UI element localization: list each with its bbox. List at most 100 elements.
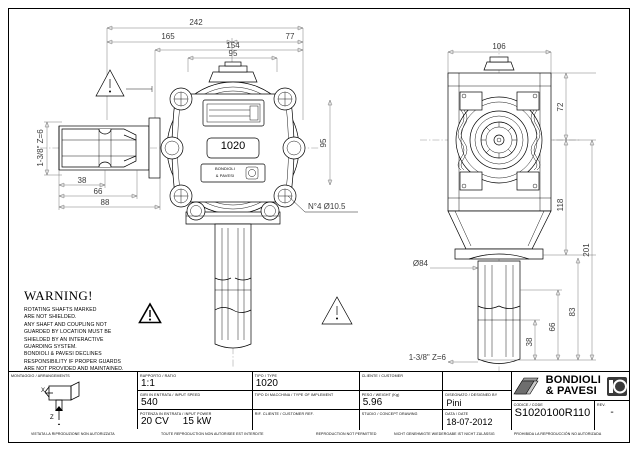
axis-x-label: X	[41, 388, 45, 394]
tb-code-label: CODICE / CODE	[513, 402, 543, 407]
tb-designer-stack: DISEGNATO / DESIGNED BY Pini DATA / DATE…	[443, 372, 512, 430]
warning-note: WARNING! ROTATING SHAFTS MARKED ARE NOT …	[24, 288, 164, 373]
warning-triangle-top	[95, 69, 153, 97]
dim-95-vertical: 95	[319, 138, 328, 147]
dim-38-left: 38	[78, 176, 87, 185]
tb-customer-cell: CLIENTE / CUSTOMER	[359, 372, 444, 391]
side-view: 106	[409, 42, 596, 372]
warning-line-7: BONDIOLI & PAVESI DECLINES	[24, 351, 102, 358]
dim-38-side: 38	[525, 337, 534, 346]
left-shaft-view: 1-3/8" Z=6 38 66 88	[36, 117, 161, 210]
axis-z-label: Z	[50, 415, 54, 421]
dim-201: 201	[582, 243, 591, 257]
hole-callout: N°4 Ø10.5	[287, 195, 358, 213]
logo-plate	[200, 163, 266, 183]
warning-line-9: ARE NOT PROVIDED AND MAINTAINED.	[24, 366, 124, 372]
front-logo-line1: BONDIOLI	[215, 166, 235, 171]
side-vertical-dims: 72 118 201 83 66 38	[478, 72, 596, 361]
dim-88-left: 88	[101, 198, 110, 207]
tb-input-power-kw: 15 kW	[182, 415, 212, 427]
spline-note-bottom: 1-3/8" Z=6	[409, 353, 478, 365]
top-dimension-chain: 242 165 77 154 95	[106, 18, 304, 120]
tb-ratio-label: RAPPORTO / RATIO	[140, 373, 177, 378]
footer-it: VIETATA LA RIPRODUZIONE NON AUTORIZZATA	[31, 432, 115, 436]
tb-customer-stack: CLIENTE / CUSTOMER PESO / WEIGHT (Kg) 5.…	[359, 372, 444, 430]
tb-customer-ref-label: RIF. CLIENTE / CUSTOMER REF.	[254, 411, 314, 416]
tb-customer-ref-cell: RIF. CLIENTE / CUSTOMER REF.	[253, 410, 360, 430]
tb-rev-value: -	[610, 406, 614, 418]
note-n4-dia: N°4 Ø10.5	[308, 202, 346, 211]
tb-rev-cell: REV. -	[595, 401, 629, 430]
tb-arrangement-cell: MONTAGGIO / ARRANGEMENTS X Z	[9, 372, 138, 429]
dim-66-side: 66	[548, 322, 557, 331]
tb-concept-label: STUDIO / CONCEPT DRAWING	[361, 411, 418, 416]
tb-rev-label: REV.	[597, 402, 606, 407]
front-vertical-dim: 95	[319, 99, 333, 186]
tb-ratio-value: 1:1	[141, 377, 155, 389]
tb-customer-label: CLIENTE / CUSTOMER	[361, 373, 404, 378]
tb-concept-cell: STUDIO / CONCEPT DRAWING	[360, 410, 444, 430]
type-plate	[206, 137, 260, 159]
tb-date-cell: DATA / DATE 18-07-2012	[443, 410, 512, 430]
tb-type-value: 1020	[255, 377, 278, 389]
warning-line-1: ROTATING SHAFTS MARKED	[24, 307, 97, 313]
tb-type-stack: TIPO / TYPE 1020 TIPO DI MACCHINA / TYPE…	[252, 372, 360, 430]
warning-title: WARNING!	[24, 288, 93, 303]
sheet-border	[8, 8, 630, 443]
dim-77: 77	[286, 32, 295, 41]
warning-triangle-bottom	[321, 296, 353, 325]
dim-106: 106	[492, 42, 506, 51]
tb-designer-cell: DISEGNATO / DESIGNED BY Pini	[443, 391, 512, 410]
type-plate-text: 1020	[220, 140, 246, 152]
tb-designer-label: DISEGNATO / DESIGNED BY	[445, 392, 498, 397]
dim-95: 95	[229, 49, 238, 58]
dim-66-left: 66	[94, 187, 103, 196]
warning-line-4: GUARDED BY LOCATION MUST BE	[24, 329, 112, 336]
front-view: N°4 Ø10.5 95	[150, 61, 358, 368]
spline-label-left: 1-3/8" Z=6	[36, 129, 45, 167]
tb-date-label: DATA / DATE	[445, 411, 469, 416]
tb-ratio-cell: RAPPORTO / RATIO 1:1	[138, 372, 253, 391]
brand-logo-cell: BONDIOLI & PAVESI	[511, 372, 629, 401]
footer-de: NICHT GENEHMIGTE WIEDERGABE IST NICHT ZU…	[394, 432, 495, 436]
tb-machine-type-label: TIPO DI MACCHINA / TYPE OF IMPLEMENT	[254, 392, 334, 397]
dia84-callout: Ø84	[413, 259, 479, 271]
tb-input-speed-label: GIRI IN ENTRATA / INPUT SPEED	[140, 392, 201, 397]
front-logo-line2: & PAVESI	[215, 172, 235, 178]
tb-weight-label: PESO / WEIGHT (Kg)	[361, 392, 400, 397]
tb-input-speed-cell: GIRI IN ENTRATA / INPUT SPEED 540	[138, 391, 253, 410]
dim-118: 118	[556, 198, 565, 211]
warning-body: ROTATING SHAFTS MARKED ARE NOT SHIELDED.…	[24, 307, 127, 373]
footer-fr: TOUTE REPRODUCTION NON AUTORISEE EST INT…	[161, 432, 264, 436]
upper-label-plate	[202, 99, 265, 127]
bolt-bosses	[160, 87, 306, 208]
dim-154: 154	[226, 41, 240, 50]
warning-line-5: SHIELDED BY AN INTERACTIVE	[24, 336, 104, 343]
company-name-line2: & PAVESI	[545, 384, 597, 397]
spline-label-bottom: 1-3/8" Z=6	[409, 353, 447, 362]
tb-machine-type-cell: TIPO DI MACCHINA / TYPE OF IMPLEMENT	[252, 391, 360, 410]
tb-type-label: TIPO / TYPE	[254, 373, 278, 378]
title-block: MONTAGGIO / ARRANGEMENTS X Z RAPPORTO / …	[9, 371, 629, 430]
dim-dia84: Ø84	[413, 259, 429, 268]
tb-type-cell: TIPO / TYPE 1020	[252, 372, 360, 391]
footer-legal: VIETATA LA RIPRODUZIONE NON AUTORIZZATA …	[9, 430, 629, 442]
warning-line-8: RESPONSIBILITY IF PROPER GUARDS	[24, 358, 121, 365]
dim-83: 83	[568, 307, 577, 316]
tb-input-power-label: POTENZA IN ENTRATA / INPUT POWER	[140, 411, 212, 416]
footer-en: REPRODUCTION NOT PERMITTED	[316, 432, 377, 436]
tb-input-power-cv: 20 CV	[141, 415, 169, 427]
warning-line-2: ARE NOT SHIELDED.	[24, 314, 77, 321]
tb-input-speed-value: 540	[141, 396, 158, 408]
tb-weight-cell: PESO / WEIGHT (Kg) 5.96	[359, 391, 444, 410]
front-logo-plate: BONDIOLI & PAVESI	[203, 166, 247, 179]
logo-badge-icon	[607, 376, 627, 396]
footer-es: PROHIBIDA LA REPRODUCCIÓN NO AUTORIZADA	[514, 432, 602, 436]
tb-code-cell: CODICE / CODE S1020100R110	[512, 401, 595, 430]
tb-date-value: 18-07-2012	[446, 416, 493, 427]
logo-mark-icon	[513, 377, 539, 394]
warning-triangle-icon	[138, 302, 162, 324]
tb-input-power-cell: POTENZA IN ENTRATA / INPUT POWER 20 CV 1…	[138, 410, 253, 430]
tb-designer-value: Pini	[446, 397, 462, 408]
